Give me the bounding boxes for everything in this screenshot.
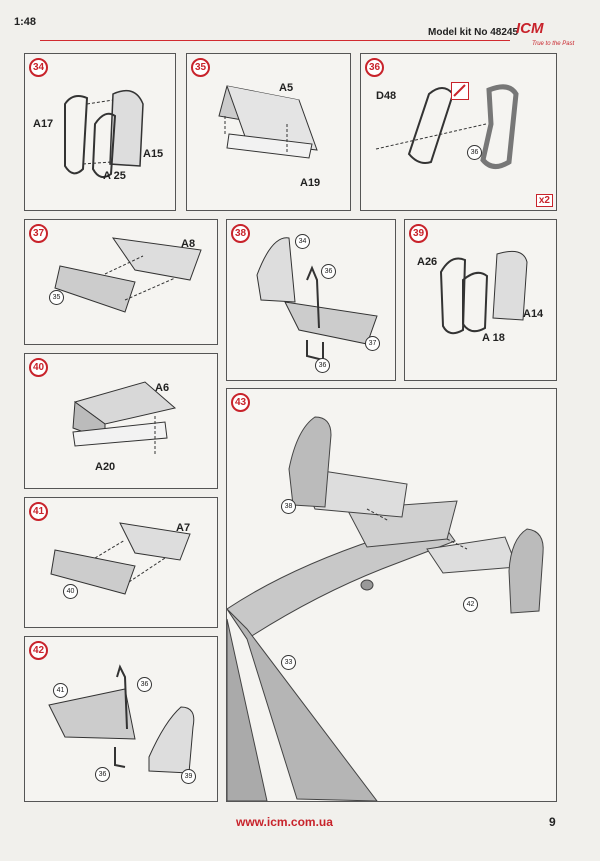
- part-label: A5: [279, 82, 294, 94]
- step-39-drawing: [439, 250, 528, 335]
- part-label: A19: [300, 177, 321, 189]
- part-reference: 36: [321, 264, 336, 279]
- step-34-drawing: [64, 89, 144, 179]
- part-label: A20: [95, 461, 116, 473]
- part-reference: 36: [137, 677, 152, 692]
- part-label: A6: [155, 382, 170, 394]
- step-40-badge: 40: [29, 358, 48, 377]
- step-41-panel: 41 A7 40: [24, 497, 218, 628]
- website-link[interactable]: www.icm.com.ua: [236, 815, 333, 829]
- step-39-badge: 39: [409, 224, 428, 243]
- page-number: 9: [549, 815, 556, 829]
- step-41-badge: 41: [29, 502, 48, 521]
- scale-label: 1:48: [14, 16, 37, 28]
- step-35-badge: 35: [191, 58, 210, 77]
- step-43-badge: 43: [231, 393, 250, 412]
- step-34-badge: 34: [29, 58, 48, 77]
- step-43-drawing: [227, 416, 544, 801]
- part-reference: 38: [281, 499, 296, 514]
- step-42-badge: 42: [29, 641, 48, 660]
- multiplier-badge: x2: [535, 194, 553, 207]
- part-reference: 33: [281, 655, 296, 670]
- part-reference: 36: [95, 767, 110, 782]
- step-40-panel: 40 A6 A20: [24, 353, 218, 489]
- part-reference: 41: [53, 683, 68, 698]
- part-label: A 18: [482, 332, 505, 344]
- step-35-drawing: [218, 85, 318, 159]
- step-36-drawing: [375, 84, 519, 169]
- part-label: A7: [176, 522, 191, 534]
- part-reference: 42: [463, 597, 478, 612]
- step-40-drawing: [72, 381, 177, 456]
- part-reference: 34: [295, 234, 310, 249]
- step-34-panel: 34 A17 A15 A 25: [24, 53, 176, 211]
- step-38-panel: 38 34 36 37 36: [226, 219, 396, 381]
- step-37-drawing: [54, 237, 202, 313]
- no-glue-icon: [451, 82, 469, 100]
- step-37-badge: 37: [29, 224, 48, 243]
- part-reference: 36: [467, 145, 482, 160]
- part-reference: 39: [181, 769, 196, 784]
- part-label: A8: [181, 238, 196, 250]
- step-41-drawing: [50, 522, 191, 595]
- part-label: A 25: [103, 170, 126, 182]
- part-label: A17: [33, 118, 54, 130]
- kit-number: Model kit No 48245: [428, 27, 519, 38]
- part-label: A14: [523, 308, 544, 320]
- step-35-panel: 35 A5 A19: [186, 53, 351, 211]
- step-36-badge: 36: [365, 58, 384, 77]
- part-reference: 35: [49, 290, 64, 305]
- part-reference: 36: [315, 358, 330, 373]
- step-39-panel: 39 A26 A14 A 18: [404, 219, 557, 381]
- part-reference: 40: [63, 584, 78, 599]
- step-36-panel: 36 D48 36 x2: [360, 53, 557, 211]
- step-42-panel: 42 41 36 36 39: [24, 636, 218, 802]
- step-42-drawing: [48, 664, 195, 774]
- part-reference: 37: [365, 336, 380, 351]
- step-38-drawing: [256, 237, 378, 362]
- part-label: A15: [143, 148, 164, 160]
- brand-logo: ICM: [516, 20, 544, 37]
- brand-tagline: True to the Past: [532, 41, 575, 47]
- step-37-panel: 37 A8 35: [24, 219, 218, 345]
- step-38-badge: 38: [231, 224, 250, 243]
- part-label: A26: [417, 256, 438, 268]
- header-rule: [40, 40, 510, 41]
- step-43-panel: 43 38 42 33: [226, 388, 557, 802]
- part-label: D48: [376, 90, 397, 102]
